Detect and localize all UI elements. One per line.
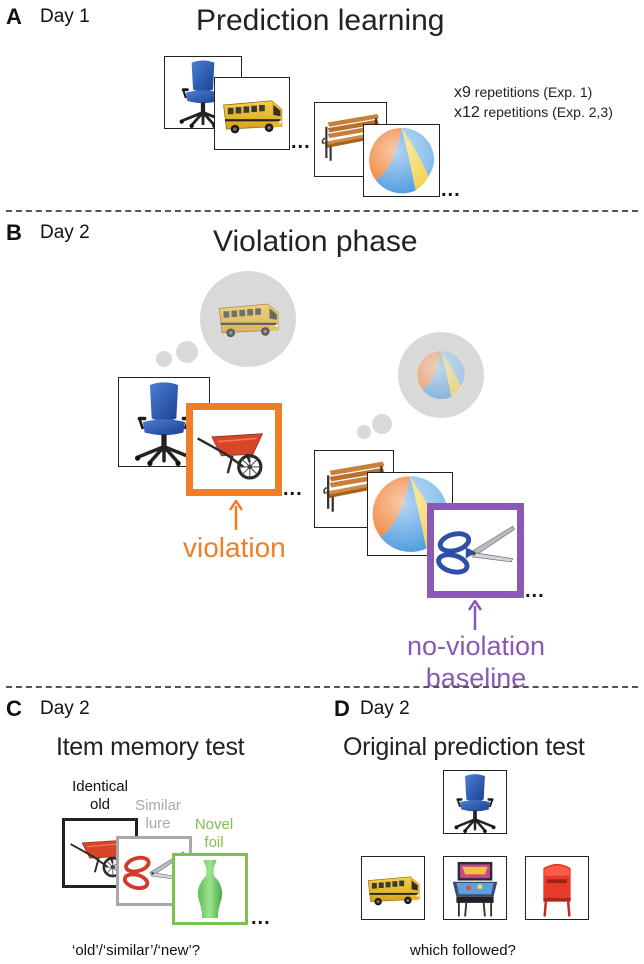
repetitions-exp23: x12 repetitions (Exp. 2,3) bbox=[454, 104, 613, 122]
panel-d-title: Original prediction test bbox=[343, 733, 585, 761]
ellipsis-b1: ... bbox=[283, 478, 303, 500]
baseline-label-line2: baseline bbox=[425, 663, 527, 693]
thought-dot-small-1 bbox=[156, 351, 172, 367]
school-bus-icon bbox=[362, 857, 424, 919]
violation-label: violation bbox=[183, 532, 286, 563]
ball-card bbox=[363, 124, 440, 197]
beach-ball-icon bbox=[364, 125, 439, 196]
panel-d-letter: D bbox=[334, 696, 350, 721]
panel-b-title: Violation phase bbox=[213, 225, 418, 258]
beach-ball-icon bbox=[415, 349, 467, 401]
similar-line1: Similar bbox=[135, 797, 181, 814]
vase-icon bbox=[175, 856, 245, 922]
novel-line2: foil bbox=[204, 834, 224, 851]
bus-card bbox=[214, 77, 290, 150]
rep2-prefix: x12 bbox=[454, 104, 480, 121]
school-bus-icon bbox=[215, 78, 289, 149]
rep1-prefix: x9 bbox=[454, 84, 471, 101]
identical-label: Identical old bbox=[60, 778, 140, 814]
baseline-label: no-violation baseline bbox=[386, 630, 566, 694]
mailbox-icon bbox=[526, 857, 588, 919]
novel-label: Novel foil bbox=[182, 816, 246, 852]
ellipsis-c: ... bbox=[251, 907, 271, 929]
divider-2 bbox=[6, 686, 638, 688]
panel-a-day: Day 1 bbox=[40, 6, 90, 27]
violation-arrow bbox=[228, 500, 244, 530]
panel-b-letter: B bbox=[6, 220, 22, 245]
baseline-arrow bbox=[467, 600, 483, 630]
thought-bubble-bus bbox=[200, 271, 296, 367]
similar-line2: lure bbox=[145, 815, 171, 832]
wheelbarrow-icon bbox=[193, 410, 275, 489]
panel-c-title: Item memory test bbox=[56, 733, 245, 761]
divider-1 bbox=[6, 210, 638, 212]
novel-line1: Novel bbox=[194, 816, 234, 833]
panel-a-letter: A bbox=[6, 4, 22, 29]
thought-bubble-ball bbox=[398, 332, 484, 418]
similar-label: Similar lure bbox=[126, 797, 190, 833]
school-bus-icon bbox=[212, 281, 284, 353]
scissors-icon bbox=[434, 510, 517, 591]
novel-card bbox=[172, 853, 248, 925]
option-bus-card[interactable] bbox=[361, 856, 425, 920]
panel-c-day: Day 2 bbox=[40, 698, 90, 719]
rep2-text: repetitions (Exp. 2,3) bbox=[479, 104, 613, 120]
ellipsis-b2: ... bbox=[525, 580, 545, 602]
chair-icon bbox=[444, 771, 506, 833]
rep1-text: repetitions (Exp. 1) bbox=[470, 84, 593, 100]
identical-line1: Identical bbox=[72, 778, 128, 795]
panel-a-title: Prediction learning bbox=[196, 4, 445, 37]
panel-c-letter: C bbox=[6, 696, 22, 721]
option-mailbox-card[interactable] bbox=[525, 856, 589, 920]
cue-chair-card bbox=[443, 770, 507, 834]
no-violation-card bbox=[427, 503, 524, 598]
identical-line2: old bbox=[89, 796, 111, 813]
ellipsis-a2: ... bbox=[441, 179, 461, 201]
thought-dot-mid-1 bbox=[176, 341, 198, 363]
violation-card bbox=[186, 403, 282, 496]
panel-d-question: which followed? bbox=[410, 942, 516, 959]
thought-dot-mid-2 bbox=[372, 414, 392, 434]
option-pinball-card[interactable] bbox=[443, 856, 507, 920]
baseline-label-line1: no-violation bbox=[406, 631, 546, 661]
panel-c-question: ‘old’/‘similar’/‘new’? bbox=[72, 942, 201, 959]
panel-b-day: Day 2 bbox=[40, 222, 90, 243]
panel-d-day: Day 2 bbox=[360, 698, 410, 719]
thought-dot-small-2 bbox=[357, 425, 371, 439]
pinball-machine-icon bbox=[444, 857, 506, 919]
repetitions-exp1: x9 repetitions (Exp. 1) bbox=[454, 84, 592, 102]
ellipsis-a1: ... bbox=[291, 131, 311, 153]
